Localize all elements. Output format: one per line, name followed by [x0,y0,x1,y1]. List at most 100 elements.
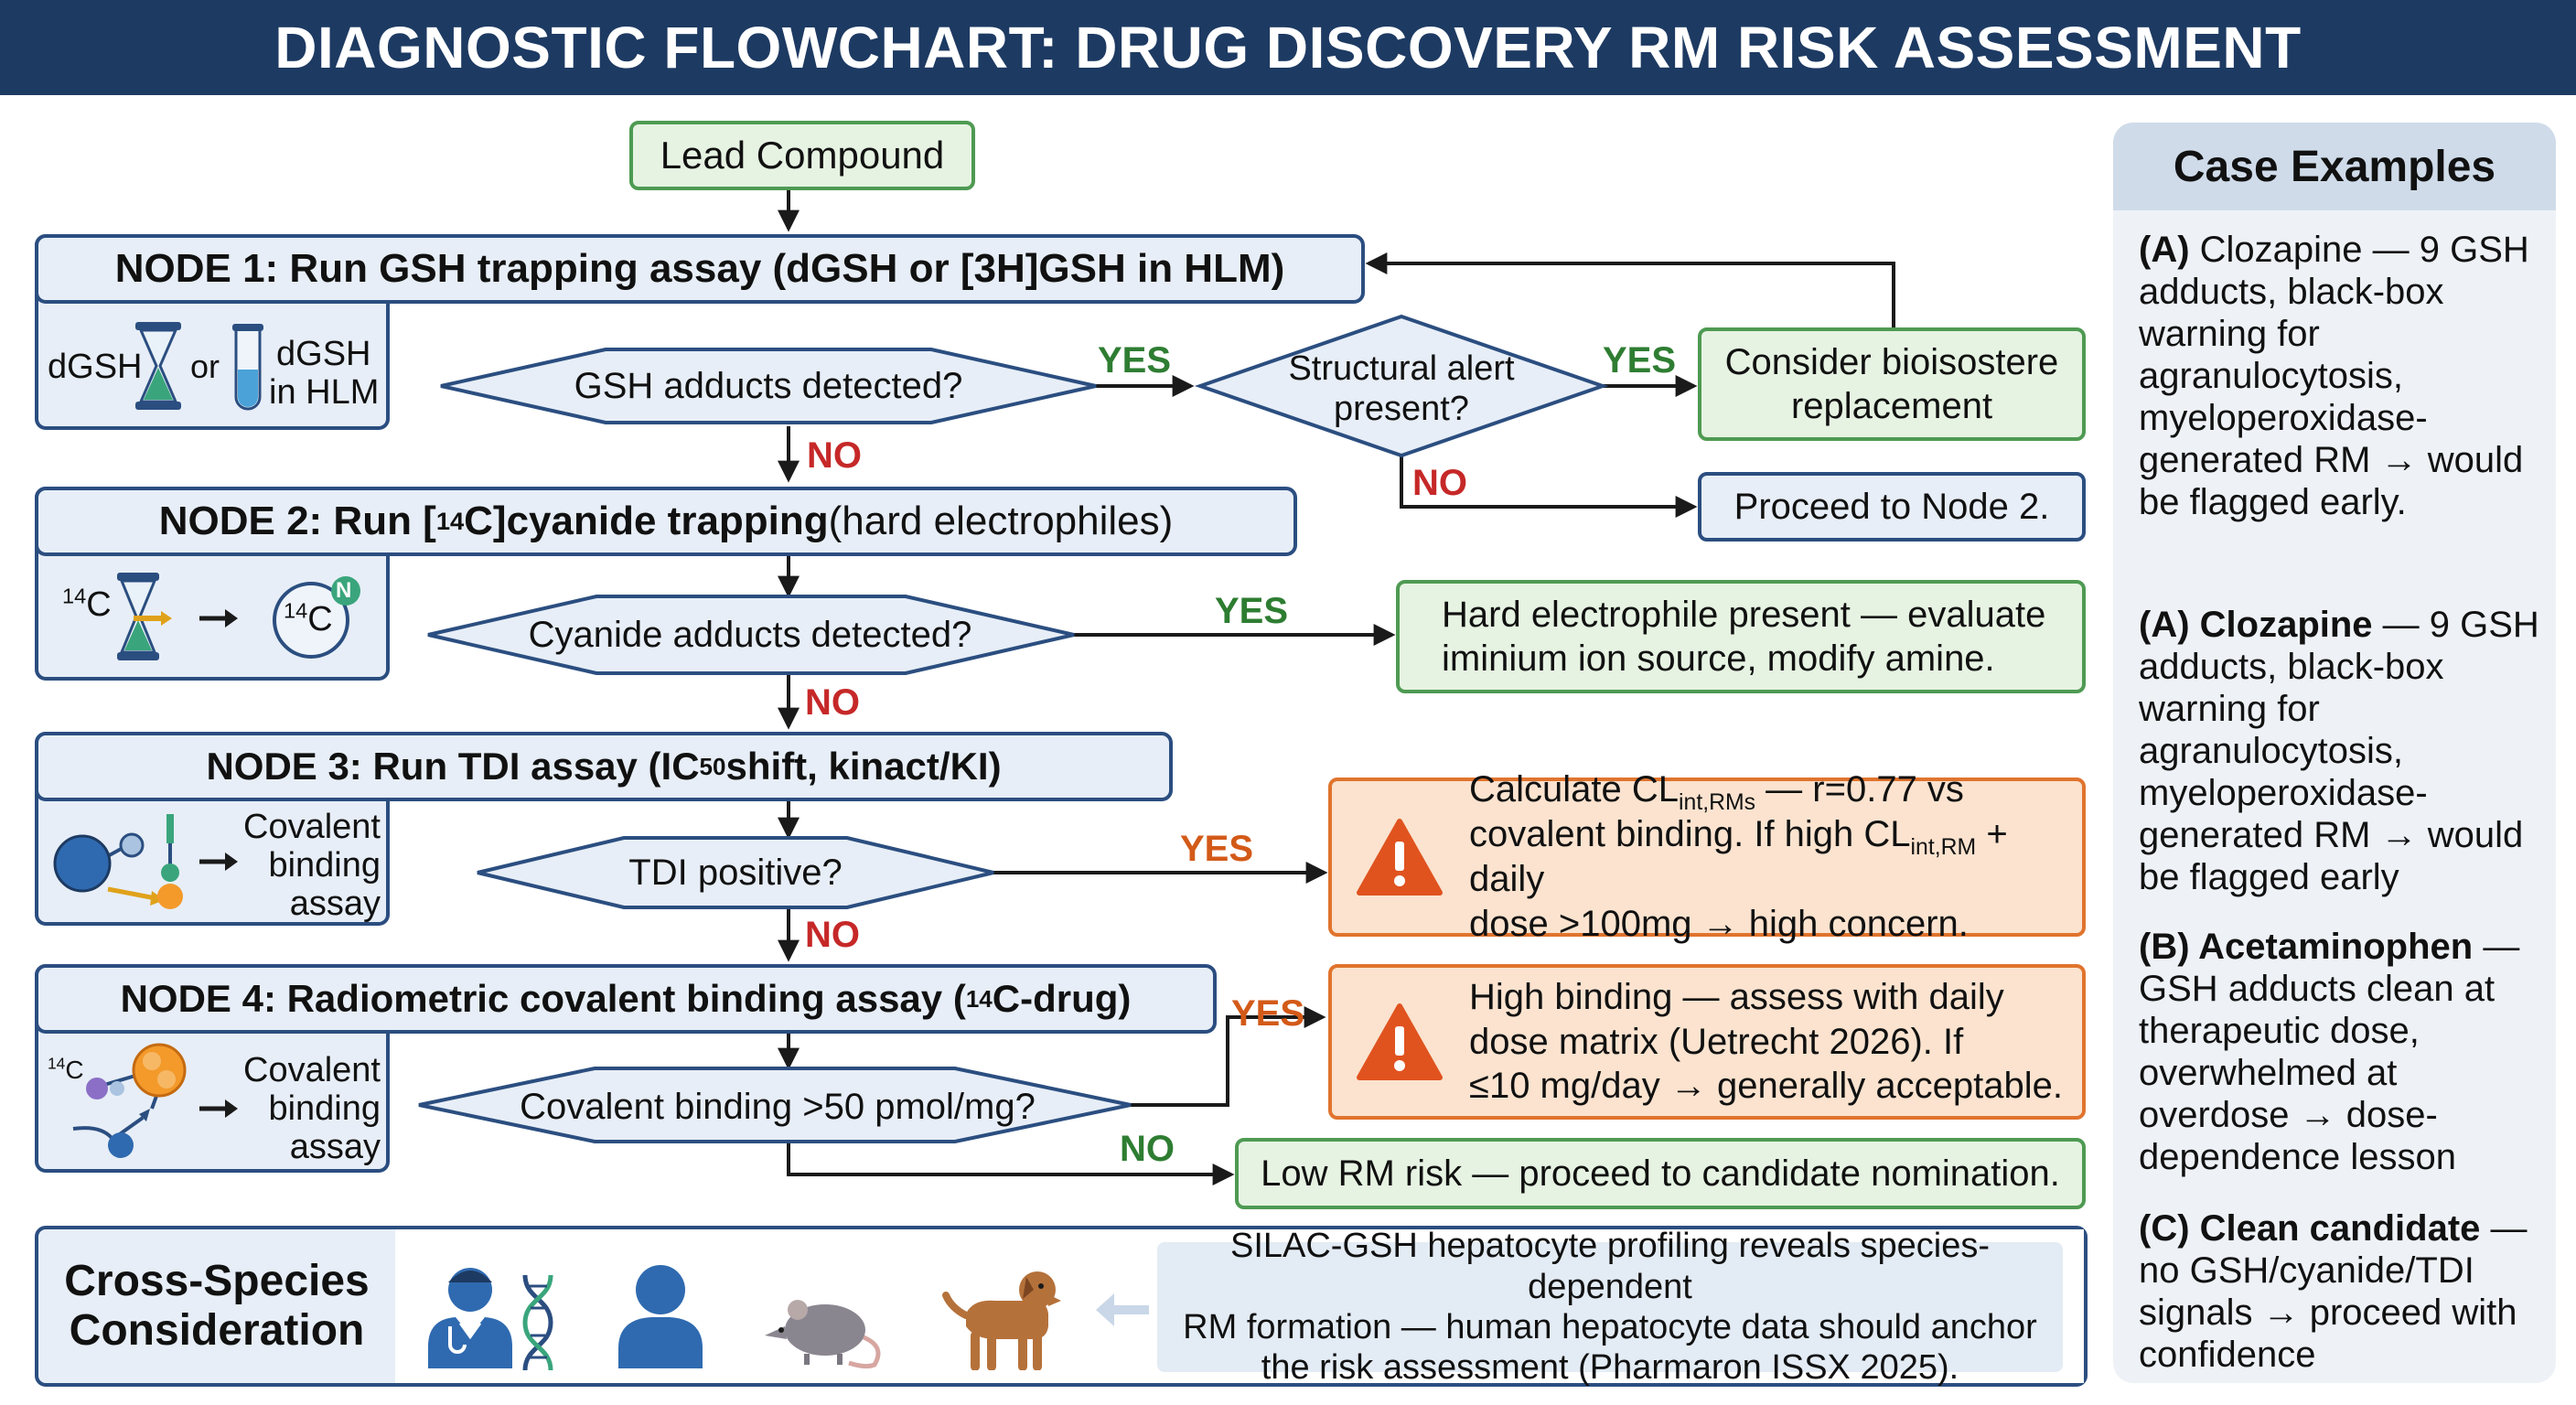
low-risk-box: Low RM risk — proceed to candidate nomin… [1235,1138,2086,1209]
cross-species-title: Cross-Species Consideration [38,1229,395,1383]
page-title: DIAGNOSTIC FLOWCHART: DRUG DISCOVERY RM … [0,0,2576,95]
lead-compound-box: Lead Compound [629,121,975,190]
node4-icon-label: 14C [48,1056,84,1085]
node3-title-box [35,732,1173,801]
doctor-icon [428,1268,512,1368]
node4-icon-sup: 14 [48,1054,66,1073]
node3-icon-text-1: Covalent [243,808,381,846]
hourglass-arrow-icon [117,573,172,660]
case-examples-title: Case Examples [2113,123,2556,210]
alert-yes-label: YES [1603,340,1677,381]
node1-title: NODE 1: Run GSH trapping assay (dGSH or … [114,246,1285,291]
node4-yes-label: YES [1231,993,1305,1034]
node1-decision-diamond [440,348,1097,424]
dna-icon [522,1274,553,1371]
node1-icon-label-dgsh-hlm-2: in HLM [269,373,380,412]
node2-icon-badge: N [336,578,352,603]
node1-question: GSH adducts detected? [574,366,963,406]
node3-icon-text-2: binding [268,845,381,885]
node2-icon-right-sup: 14 [284,598,308,623]
arrow-right-icon [199,853,238,871]
node2-decision-diamond [427,595,1075,675]
node2-title-pre: NODE 2: Run [ [158,499,436,543]
node2-question: Cyanide adducts detected? [528,615,972,655]
node2-title-post: C]cyanide trapping [464,499,829,543]
node2-yes-label: YES [1215,591,1289,631]
alert-decision-diamond [1194,314,1609,458]
case-item: (A) Clozapine — 9 GSH adducts, black-box… [2139,230,2529,522]
node3-question: TDI positive? [628,853,843,893]
node1-icon-label-dgsh: dGSH [48,348,143,386]
molecule-binding-icon [53,814,183,909]
node4-icon-text-1: Covalent [243,1051,381,1089]
rat-icon [765,1300,881,1369]
node4-icon-text: Covalent binding assay [238,1051,381,1166]
node3-yes-label: YES [1180,829,1254,869]
node2-icon-left-c: C [86,585,112,624]
node4-icon-text-2: binding [268,1089,381,1128]
node2-title-light: (hard electrophiles) [828,499,1174,543]
arrow-right-icon [199,1099,238,1118]
hard-electrophile-box: Hard electrophile present — evaluate imi… [1396,580,2086,693]
warning-icon [1357,1003,1443,1080]
node4-title-pre: NODE 4: Radiometric covalent binding ass… [120,977,966,1020]
node1-yes-label: YES [1098,340,1172,381]
alert-no-label: NO [1412,463,1467,503]
hard-electrophile-line-2: iminium ion source, modify amine. [1442,638,1995,679]
cross-species-title-1: Cross-Species [64,1257,370,1306]
node4-icon-text-3: assay [289,1127,381,1166]
node2-icon-left-sup: 14 [62,584,87,608]
bioisostere-line-1: Consider bioisostere [1724,342,2059,382]
node3-decision-diamond [477,836,994,909]
case-item: (A) Clozapine — 9 GSH adducts, black-box… [2139,605,2539,897]
node2-icon-label-left: 14C [62,585,112,625]
high-binding-text: High binding — assess with daily dose ma… [1469,976,2063,1107]
node2-title-box [35,487,1297,556]
test-tube-icon [232,324,263,411]
node4-decision-diamond [418,1067,1132,1143]
clint-concern-box: Calculate CLint,RMs — r=0.77 vs covalent… [1328,769,2086,944]
high-binding-box: High binding — assess with daily dose ma… [1328,964,2086,1120]
hourglass-icon [135,322,181,410]
node4-no-label: NO [1120,1129,1175,1169]
warning-icon [1357,819,1443,896]
bioisostere-box: Consider bioisostere replacement [1698,327,2086,441]
node2-icon-right-c: C [307,600,333,638]
proceed-node2-box: Proceed to Node 2. [1698,472,2086,542]
radiolabel-binding-icon [72,1043,187,1158]
alert-question-line-2: present? [1334,390,1469,429]
cross-species-note: SILAC-GSH hepatocyte profiling reveals s… [1157,1227,2063,1387]
person-icon [618,1265,703,1368]
dog-icon [942,1271,1061,1370]
alert-question-line-1: Structural alert [1288,349,1515,389]
node3-icon-text-3: assay [289,884,381,923]
node4-title-post: C-drug) [992,977,1132,1020]
node3-title-post: shift, kinact/KI) [725,745,1002,788]
node4-question: Covalent binding >50 pmol/mg? [520,1087,1036,1127]
node4-icon-c: C [65,1056,84,1084]
clint-concern-text: Calculate CLint,RMs — r=0.77 vs covalent… [1469,769,2008,944]
arrow-right-icon [199,609,238,627]
node1-icon-label-or: or [190,348,220,385]
node1-no-label: NO [807,435,862,476]
node4-title: NODE 4: Radiometric covalent binding ass… [120,977,1132,1020]
node1-title-box [35,234,1365,304]
arrow-left-icon [1096,1293,1149,1326]
hard-electrophile-line-1: Hard electrophile present — evaluate [1442,595,2046,635]
node1-icon-label-dgsh-hlm-1: dGSH [276,335,371,373]
node3-no-label: NO [805,915,860,955]
case-item: (B) Acetaminophen — GSH adducts clean at… [2139,927,2520,1177]
node4-title-box [35,964,1217,1034]
node2-no-label: NO [805,682,860,723]
node3-icon-text: Covalent binding assay [238,808,381,923]
node3-title-pre: NODE 3: Run TDI assay (IC [206,745,700,788]
cross-species-title-2: Consideration [69,1306,365,1355]
node2-icon-label-right: 14C [284,600,333,639]
case-item: (C) Clean candidate — no GSH/cyanide/TDI… [2139,1208,2528,1375]
case-examples-panel: Case Examples (A) Clozapine — 9 GSH addu… [2113,123,2556,1383]
carbon-14-molecule-icon [273,576,360,659]
bioisostere-line-2: replacement [1790,386,1993,426]
